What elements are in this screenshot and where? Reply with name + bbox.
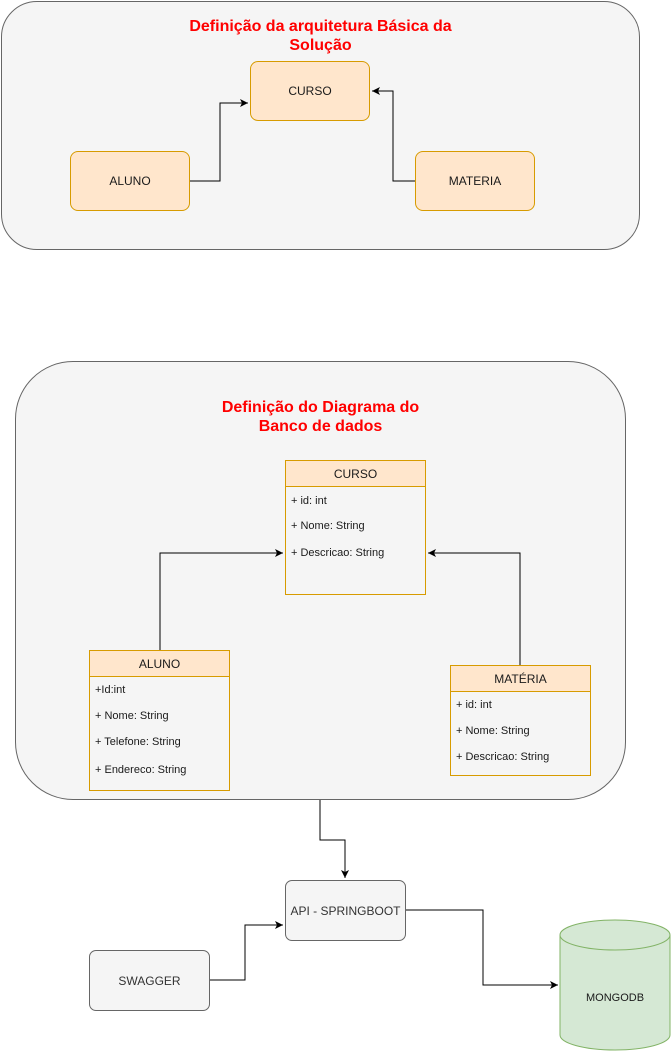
entity-aluno-field: + Telefone: String [95, 736, 181, 748]
arch-aluno-label: ALUNO [109, 174, 151, 188]
entity-aluno[interactable]: ALUNO +Id:int + Nome: String + Telefone:… [89, 650, 230, 791]
entity-aluno-header: ALUNO [90, 651, 229, 677]
arch-curso-box[interactable]: CURSO [250, 61, 370, 121]
entity-materia-field: + Nome: String [456, 725, 530, 737]
entity-materia-body: + id: int + Nome: String + Descricao: St… [451, 692, 590, 775]
mongodb-cylinder[interactable] [559, 919, 671, 1051]
architecture-panel: Definição da arquitetura Básica da Soluç… [1, 1, 640, 250]
arch-curso-label: CURSO [288, 84, 332, 98]
swagger-label: SWAGGER [118, 973, 181, 988]
arch-aluno-box[interactable]: ALUNO [70, 151, 190, 211]
entity-materia-field: + Descricao: String [456, 751, 550, 763]
entity-aluno-field: + Endereco: String [95, 764, 187, 776]
api-springboot-label: API - SPRINGBOOT [290, 903, 401, 918]
entity-curso-body: + id: int + Nome: String + Descricao: St… [286, 487, 425, 594]
mongodb-label: MONGODB [585, 992, 645, 1004]
entity-aluno-field: +Id:int [95, 684, 126, 696]
entity-curso-field: + id: int [291, 495, 327, 507]
database-title: Definição do Diagrama do Banco de dados [221, 399, 420, 435]
panel-to-api-edge [319, 800, 349, 878]
entity-curso-header: CURSO [286, 461, 425, 487]
entity-aluno-field: + Nome: String [95, 710, 169, 722]
api-to-mongodb-edge [406, 909, 558, 989]
entity-materia-field: + id: int [456, 699, 492, 711]
swagger-box[interactable]: SWAGGER [89, 950, 210, 1011]
entity-curso-field: + Nome: String [291, 520, 365, 532]
entity-materia-header: MATÉRIA [451, 666, 590, 692]
swagger-to-api-edge [210, 921, 283, 981]
arch-materia-box[interactable]: MATERIA [415, 151, 535, 211]
entity-curso[interactable]: CURSO + id: int + Nome: String + Descric… [285, 460, 426, 595]
arch-materia-label: MATERIA [448, 174, 502, 188]
entity-materia[interactable]: MATÉRIA + id: int + Nome: String + Descr… [450, 665, 591, 776]
architecture-title: Definição da arquitetura Básica da Soluç… [189, 18, 452, 54]
entity-curso-field: + Descricao: String [291, 547, 385, 559]
api-springboot-box[interactable]: API - SPRINGBOOT [285, 880, 406, 941]
entity-aluno-body: +Id:int + Nome: String + Telefone: Strin… [90, 677, 229, 790]
